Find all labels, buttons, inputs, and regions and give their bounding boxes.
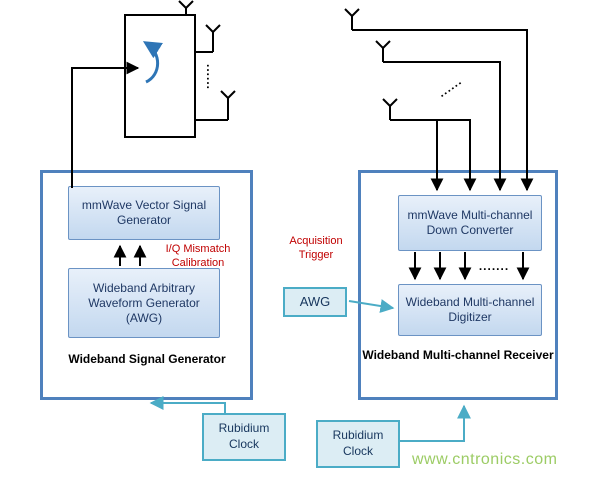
receiver-title: Wideband Multi-channel Receiver <box>362 348 554 362</box>
switch-matrix-box <box>124 14 196 138</box>
rubidium-clock-generator-label: Rubidium Clock <box>218 421 270 451</box>
wideband-digitizer-box: Wideband Multi-channel Digitizer <box>398 284 542 336</box>
iq-mismatch-note: I/Q Mismatch Calibration <box>165 243 231 269</box>
mmwave-down-converter-label: mmWave Multi-channel Down Converter <box>407 208 533 237</box>
clock-to-generator-line <box>149 396 226 413</box>
rubidium-clock-receiver-label: Rubidium Clock <box>332 428 384 458</box>
rubidium-clock-generator-box: Rubidium Clock <box>202 413 286 461</box>
acquisition-trigger-note: Acquisition Trigger <box>289 235 343 261</box>
trigger-awg-box: AWG <box>283 287 347 317</box>
tx-antenna-icon <box>195 90 236 121</box>
mmwave-vector-signal-generator-box: mmWave Vector Signal Generator <box>68 186 220 240</box>
clock-to-receiver-line <box>400 404 471 442</box>
mmwave-down-converter-box: mmWave Multi-channel Down Converter <box>398 195 542 251</box>
signal-generator-title: Wideband Signal Generator <box>68 352 226 366</box>
watermark-text: www.cntronics.com <box>412 451 558 468</box>
trigger-awg-label: AWG <box>299 293 331 309</box>
tx-antenna-icon <box>178 0 194 15</box>
wideband-digitizer-label: Wideband Multi-channel Digitizer <box>405 295 535 324</box>
rx-antenna-icon <box>344 8 534 192</box>
tx-antenna-icon <box>195 24 221 53</box>
antenna-switch-matrix: ...... <box>71 0 236 188</box>
rubidium-clock-receiver-box: Rubidium Clock <box>316 420 400 468</box>
wideband-awg-box: Wideband Arbitrary Waveform Generator (A… <box>68 268 220 338</box>
rx-antenna-array: ...... <box>344 8 534 192</box>
wideband-awg-label: Wideband Arbitrary Waveform Generator (A… <box>88 280 200 325</box>
rx-antenna-icon <box>375 40 507 192</box>
mmwave-vsg-label: mmWave Vector Signal Generator <box>81 198 207 227</box>
rf-switch-icon <box>142 41 163 84</box>
switch-ellipsis: ...... <box>204 64 218 90</box>
array-ellipsis: ...... <box>435 74 464 100</box>
signal-generator-group-box <box>40 170 253 400</box>
